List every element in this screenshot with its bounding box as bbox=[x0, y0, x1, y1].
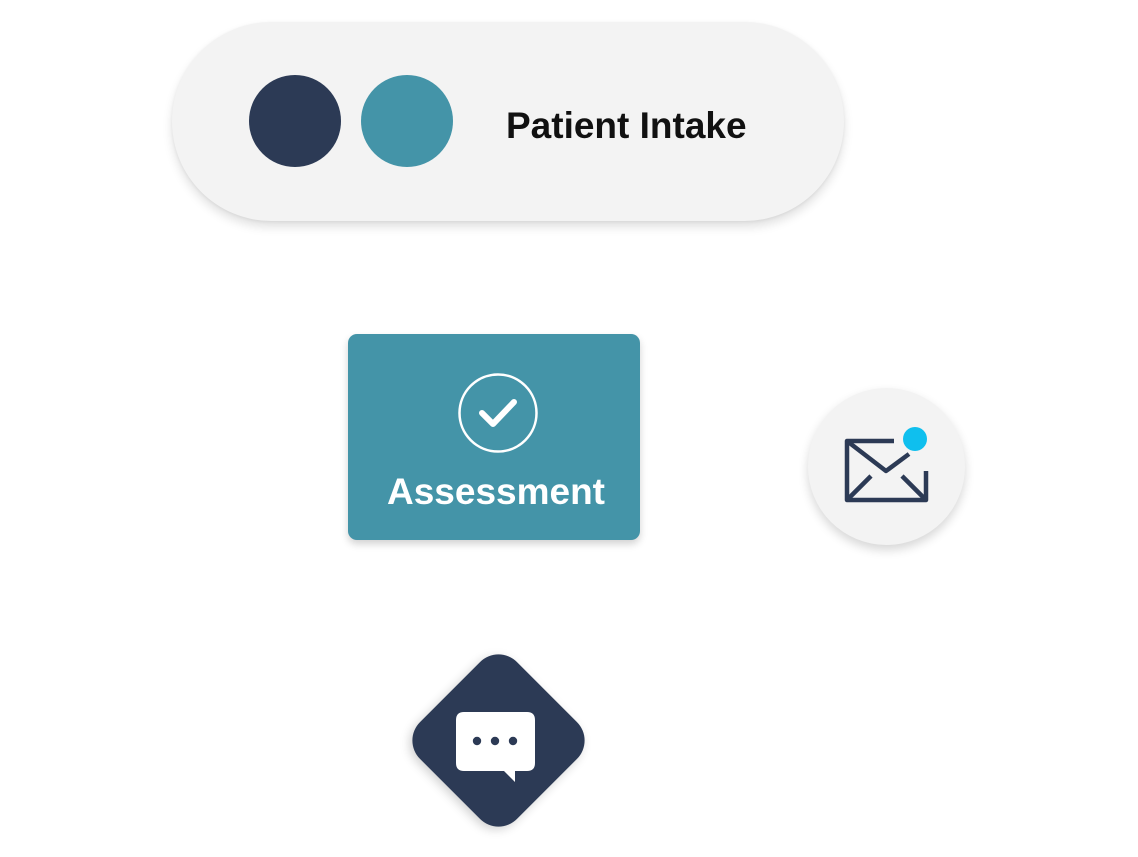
mail-node[interactable] bbox=[808, 388, 965, 545]
patient-intake-label: Patient Intake bbox=[506, 105, 747, 146]
assessment-label: Assessment bbox=[386, 471, 605, 512]
teal-dot bbox=[361, 75, 453, 167]
notification-dot bbox=[903, 427, 927, 451]
envelope-icon bbox=[844, 427, 929, 503]
chat-node[interactable] bbox=[401, 643, 596, 838]
navy-dot bbox=[249, 75, 341, 167]
check-circle-icon bbox=[458, 373, 538, 453]
chat-bubble-icon bbox=[456, 712, 535, 782]
patient-intake-node[interactable]: Patient Intake bbox=[172, 22, 844, 221]
assessment-node[interactable]: Assessment bbox=[348, 334, 640, 540]
